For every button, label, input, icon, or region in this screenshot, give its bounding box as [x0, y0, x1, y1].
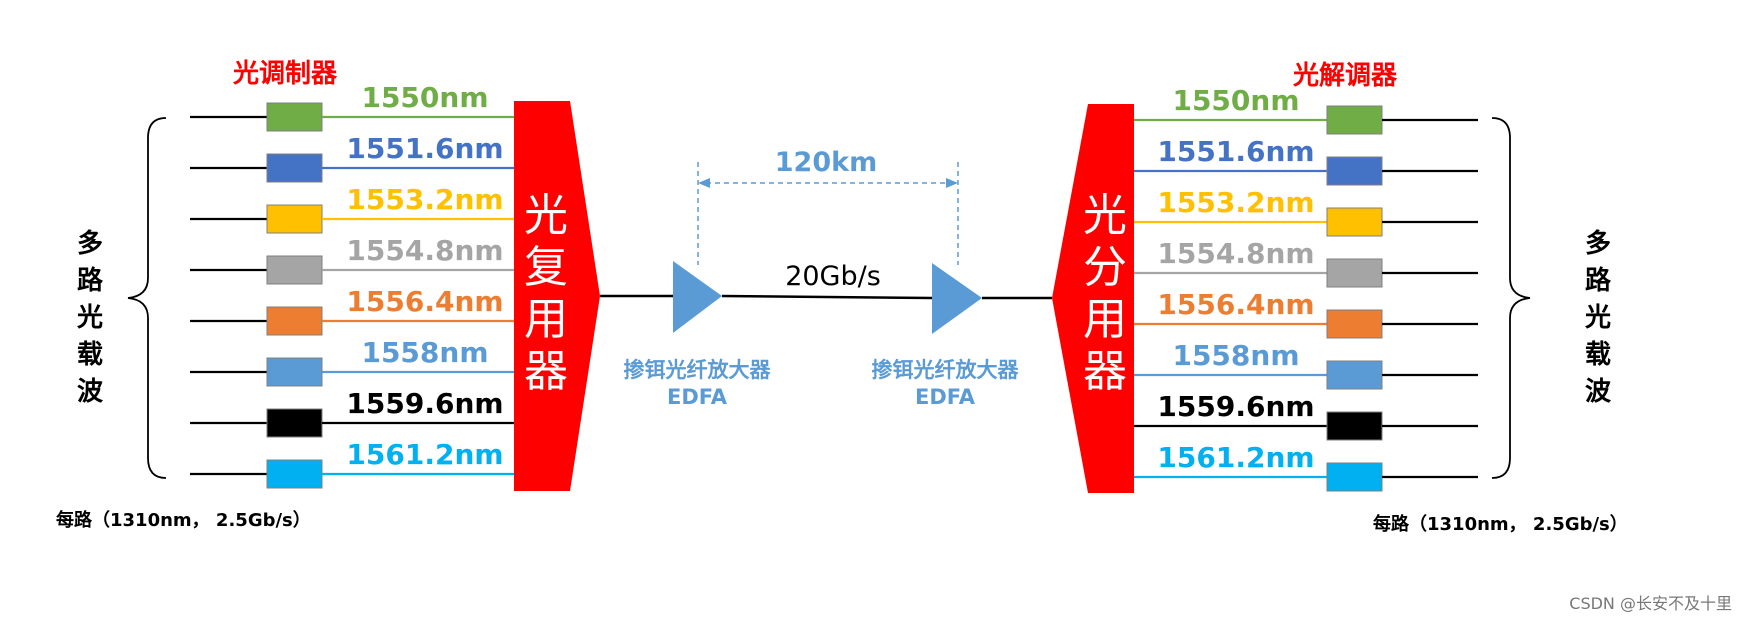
left-wavelength-label: 1553.2nm [346, 183, 503, 216]
right-demodulator-box [1326, 360, 1383, 390]
right-wavelength-label: 1554.8nm [1157, 237, 1314, 270]
left-modulator-box [266, 357, 323, 387]
demux-label-char-1: 光 [1083, 190, 1127, 241]
channel-2: 1551.6nm 1551.6nm [190, 132, 1478, 186]
left-footnote: 每路（1310nm， 2.5Gb/s） [56, 509, 311, 531]
mux-label-char-1: 光 [524, 190, 568, 241]
right-wavelength-label: 1559.6nm [1157, 390, 1314, 423]
channel-4: 1554.8nm 1554.8nm [190, 234, 1478, 288]
demux-label-char-2: 分 [1083, 242, 1127, 293]
demodulator-label: 光解调器 [1292, 61, 1398, 91]
right-demodulator-box [1326, 258, 1383, 288]
left-brace [127, 117, 167, 479]
right-wavelength-label: 1561.2nm [1157, 441, 1314, 474]
right-demodulator-box [1326, 309, 1383, 339]
mux-label-char-3: 用 [524, 294, 568, 345]
left-carrier-char: 多 [77, 229, 103, 259]
right-wavelength-label: 1553.2nm [1157, 186, 1314, 219]
channel-5: 1556.4nm 1556.4nm [190, 285, 1478, 339]
mux-label-char-2: 复 [524, 242, 568, 293]
right-wavelength-label: 1550nm [1172, 84, 1299, 117]
modulator-label: 光调制器 [232, 59, 338, 89]
left-carrier-char: 路 [77, 265, 104, 296]
channel-6: 1558nm 1558nm [190, 336, 1478, 390]
right-demodulator-box [1326, 462, 1383, 492]
right-carrier-char: 波 [1585, 377, 1612, 407]
channel-8: 1561.2nm 1561.2nm [190, 438, 1478, 492]
channel-7: 1559.6nm 1559.6nm [190, 387, 1478, 441]
left-modulator-box [266, 153, 323, 183]
left-modulator-box [266, 102, 323, 132]
left-modulator-box [266, 255, 323, 285]
edfa-1-triangle [673, 261, 722, 333]
mux-label-char-4: 器 [524, 346, 568, 397]
right-footnote: 每路（1310nm， 2.5Gb/s） [1373, 513, 1628, 535]
right-carrier-char: 载 [1585, 340, 1611, 370]
right-wavelength-label: 1556.4nm [1157, 288, 1314, 321]
left-wavelength-label: 1561.2nm [346, 438, 503, 471]
left-carrier-char: 光 [76, 303, 103, 333]
demux-label-char-4: 器 [1083, 346, 1127, 397]
distance-arrow-left-head [698, 178, 710, 188]
demux-label-char-3: 用 [1083, 294, 1127, 345]
csdn-watermark: CSDN @长安不及十里 [1569, 594, 1732, 613]
left-wavelength-label: 1558nm [361, 336, 488, 369]
left-wavelength-label: 1554.8nm [346, 234, 503, 267]
edfa-1-abbr: EDFA [667, 385, 728, 409]
left-wavelength-label: 1550nm [361, 81, 488, 114]
edfa-2-triangle [932, 263, 982, 334]
left-modulator-box [266, 204, 323, 234]
channel-1: 1550nm 1550nm [190, 81, 1478, 135]
right-demodulator-box [1326, 207, 1383, 237]
right-carrier-char: 路 [1585, 265, 1612, 296]
left-wavelength-label: 1556.4nm [346, 285, 503, 318]
right-demodulator-box [1326, 156, 1383, 186]
left-modulator-box [266, 408, 323, 438]
left-wavelength-label: 1559.6nm [346, 387, 503, 420]
right-demodulator-box [1326, 105, 1383, 135]
mux-shape [514, 101, 600, 491]
distance-label: 120km [775, 147, 877, 178]
left-modulator-box [266, 459, 323, 489]
right-wavelength-label: 1558nm [1172, 339, 1299, 372]
edfa-2-name: 掺铒光纤放大器 [872, 358, 1020, 382]
edfa-2-abbr: EDFA [915, 385, 976, 409]
left-carrier-char: 波 [77, 377, 104, 407]
bitrate-label: 20Gb/s [785, 261, 881, 292]
right-carrier-char: 多 [1585, 229, 1611, 259]
right-demodulator-box [1326, 411, 1383, 441]
fiber-segment-2 [721, 294, 933, 300]
right-wavelength-label: 1551.6nm [1157, 135, 1314, 168]
left-modulator-box [266, 306, 323, 336]
channel-3: 1553.2nm 1553.2nm [190, 183, 1478, 237]
edfa-1-name: 掺铒光纤放大器 [624, 358, 772, 382]
right-brace [1491, 117, 1531, 479]
distance-arrow-right-head [946, 178, 958, 188]
right-carrier-char: 光 [1584, 303, 1611, 333]
demux-shape [1052, 104, 1134, 493]
left-carrier-char: 载 [77, 340, 103, 370]
left-wavelength-label: 1551.6nm [346, 132, 503, 165]
